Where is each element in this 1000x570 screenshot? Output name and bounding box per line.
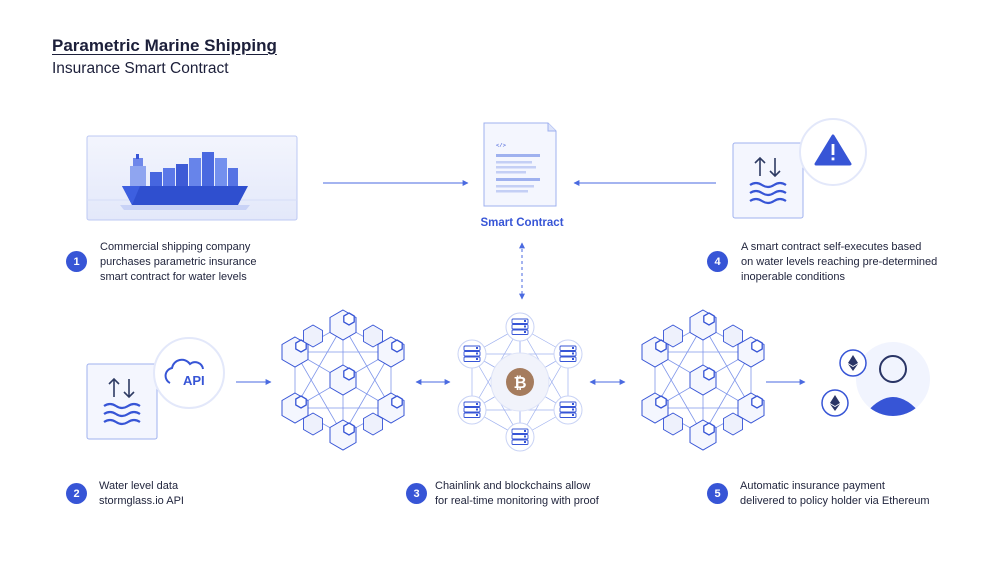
code-glyph: </> (496, 142, 506, 149)
chainlink-icon (329, 364, 357, 396)
step-3-badge: 3 (406, 483, 427, 504)
chainlink-icon (641, 336, 669, 368)
chainlink-icon (329, 309, 357, 341)
step-1-badge: 1 (66, 251, 87, 272)
chainlink-icon (737, 392, 765, 424)
chainlink-icon (329, 419, 357, 451)
chainlink-network-right (641, 309, 765, 451)
page-subtitle: Insurance Smart Contract (52, 60, 229, 77)
svg-text:₿: ₿ (513, 374, 526, 392)
server-icon (457, 395, 487, 425)
chainlink-icon (689, 364, 717, 396)
server-icon (553, 395, 583, 425)
chainlink-icon (377, 336, 405, 368)
warning-icon (799, 118, 867, 186)
flow-arrows (236, 180, 806, 385)
server-icon (505, 312, 535, 342)
server-icon (505, 422, 535, 452)
cloud-api-icon: API (153, 337, 225, 409)
chainlink-icon (641, 392, 669, 424)
chainlink-icon (281, 392, 309, 424)
server-icon (553, 339, 583, 369)
water-level-icon (86, 363, 158, 440)
page-title: Parametric Marine Shipping (52, 36, 277, 55)
chainlink-icon (689, 419, 717, 451)
water-level-icon (732, 142, 804, 219)
policy-holder (821, 342, 930, 417)
smart-contract-document: </> (483, 122, 557, 207)
chainlink-icon (281, 336, 309, 368)
chainlink-icon (689, 309, 717, 341)
chainlink-icon (377, 392, 405, 424)
cargo-ship-icon (86, 135, 298, 221)
chainlink-icon (737, 336, 765, 368)
step-2-badge: 2 (66, 483, 87, 504)
server-icon (457, 339, 487, 369)
step-4-badge: 4 (707, 251, 728, 272)
ethereum-icon (821, 389, 849, 417)
chainlink-network-left (281, 309, 405, 451)
api-label: API (183, 373, 205, 388)
bitcoin-icon: ₿ (490, 352, 550, 412)
smart-contract-label: Smart Contract (480, 217, 564, 229)
ethereum-icon (839, 349, 867, 377)
step-5-badge: 5 (707, 483, 728, 504)
